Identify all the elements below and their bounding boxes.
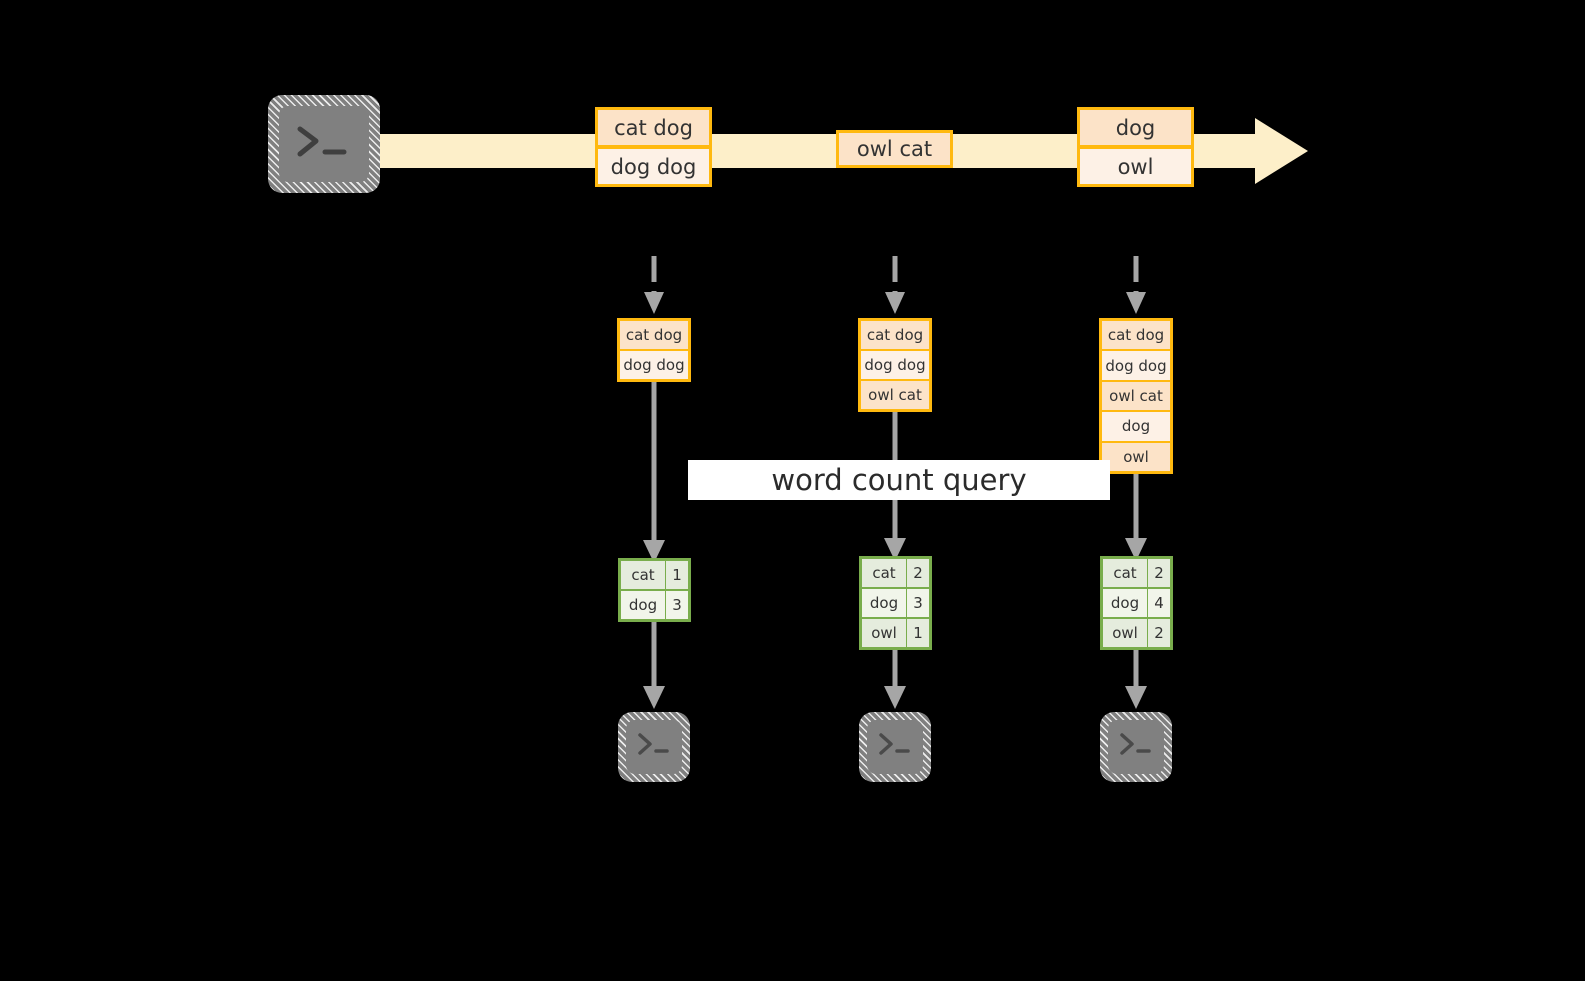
table-row: dog 4 (1103, 588, 1170, 618)
snapshot-3-row: cat dog (1102, 321, 1170, 351)
sink-terminal-3 (1100, 712, 1172, 782)
table-row: dog 3 (621, 590, 688, 619)
snapshot-1-row: dog dog (620, 350, 688, 379)
result-count: 2 (1148, 619, 1170, 647)
result-count: 2 (907, 559, 929, 587)
terminal-prompt-glyph (879, 733, 910, 755)
snapshot-3-row: dog dog (1102, 350, 1170, 381)
arrow-result-2-to-sink-2 (884, 650, 906, 709)
result-count: 4 (1148, 589, 1170, 617)
result-word: owl (1103, 619, 1148, 647)
snapshot-1-row: cat dog (620, 321, 688, 350)
result-count: 2 (1148, 559, 1170, 587)
stream-record-3-line-1: dog (1077, 107, 1194, 148)
sink-terminal-2 (859, 712, 931, 782)
stream-record-2-line-1: owl cat (836, 130, 953, 168)
snapshot-3-row: owl cat (1102, 380, 1170, 412)
snapshot-3: cat dog dog dog owl cat dog owl (1099, 318, 1173, 474)
snapshot-2-row: owl cat (861, 380, 929, 409)
result-word: cat (1103, 559, 1148, 587)
table-row: cat 1 (621, 561, 688, 590)
arrow-result-1-to-sink-1 (643, 622, 665, 709)
result-count: 1 (666, 561, 688, 589)
terminal-prompt-glyph (297, 126, 347, 157)
result-word: dog (1103, 589, 1148, 617)
query-label: word count query (688, 460, 1110, 500)
result-table-3: cat 2 dog 4 owl 2 (1100, 556, 1173, 650)
sink-terminal-1 (618, 712, 690, 782)
snapshot-2: cat dog dog dog owl cat (858, 318, 932, 412)
terminal-prompt-glyph (638, 733, 669, 755)
arrow-snapshot-1-to-result-1 (643, 382, 665, 563)
stream-record-3-line-2: owl (1077, 146, 1194, 187)
stream-record-1-line-2: dog dog (595, 146, 712, 187)
result-word: cat (621, 561, 666, 589)
terminal-prompt-glyph (1120, 733, 1151, 755)
result-count: 1 (907, 619, 929, 647)
arrow-result-3-to-sink-3 (1125, 650, 1147, 709)
stream-record-1-line-1: cat dog (595, 107, 712, 148)
snapshot-2-row: cat dog (861, 321, 929, 350)
snapshot-1: cat dog dog dog (617, 318, 691, 382)
table-row: cat 2 (862, 559, 929, 588)
result-word: dog (621, 591, 666, 619)
result-word: cat (862, 559, 907, 587)
arrow-snapshot-3-to-result-3 (1125, 474, 1147, 561)
table-row: dog 3 (862, 588, 929, 618)
dashed-arrow-to-snapshot-3 (1126, 256, 1146, 314)
table-row: cat 2 (1103, 559, 1170, 588)
result-word: owl (862, 619, 907, 647)
result-word: dog (862, 589, 907, 617)
table-row: owl 1 (862, 618, 929, 647)
snapshot-3-row: dog (1102, 411, 1170, 442)
result-count: 3 (907, 589, 929, 617)
table-row: owl 2 (1103, 618, 1170, 647)
dashed-arrow-to-snapshot-2 (885, 256, 905, 314)
source-terminal-icon (268, 95, 380, 193)
result-table-1: cat 1 dog 3 (618, 558, 691, 622)
snapshot-3-row: owl (1102, 441, 1170, 472)
snapshot-2-row: dog dog (861, 350, 929, 380)
dashed-arrow-to-snapshot-1 (644, 256, 664, 314)
result-table-2: cat 2 dog 3 owl 1 (859, 556, 932, 650)
result-count: 3 (666, 591, 688, 619)
